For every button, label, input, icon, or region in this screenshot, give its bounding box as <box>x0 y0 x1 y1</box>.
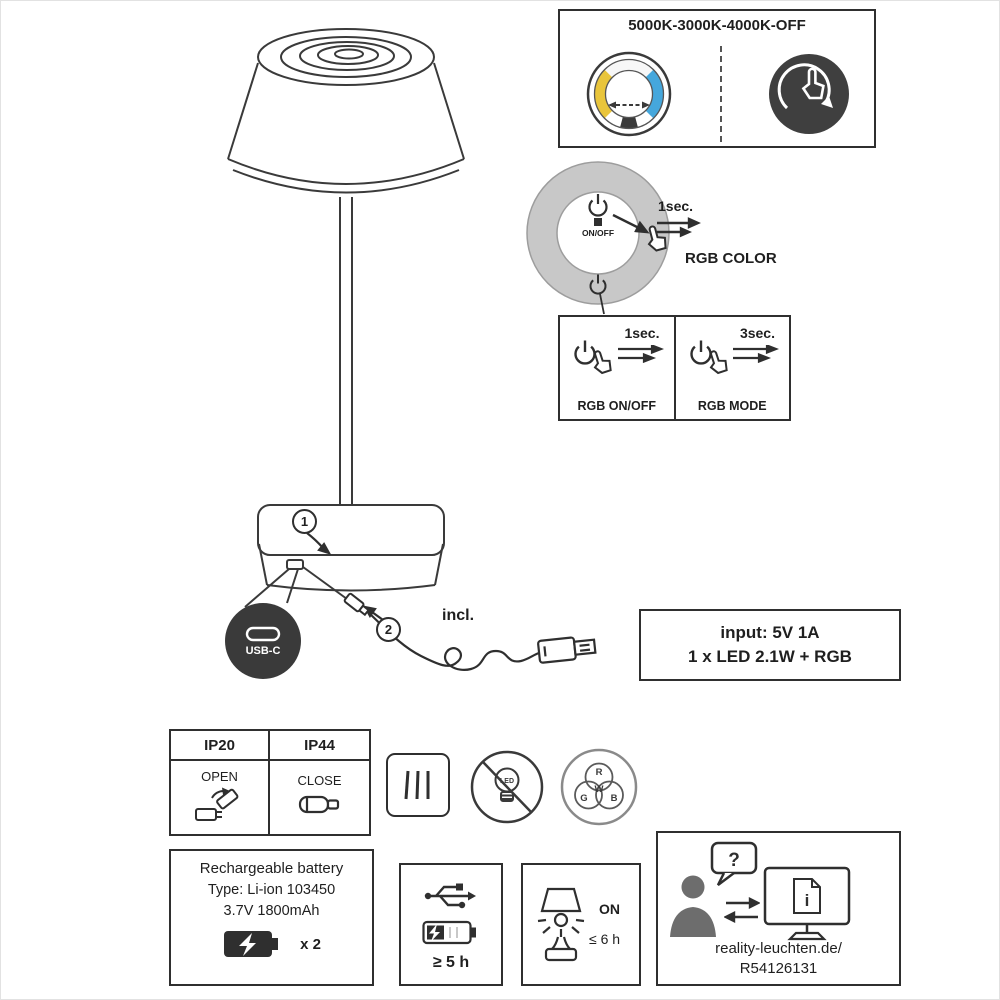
runtime-hours: ≤ 6 h <box>589 931 621 947</box>
ip44-close-cell: CLOSE <box>270 761 369 834</box>
ring-sensor-dot <box>594 218 602 226</box>
callout-1-number: 1 <box>300 514 309 529</box>
rgb-letter-b: B <box>611 793 618 804</box>
led-label: LED <box>500 778 514 785</box>
rgb-letter-w: W <box>595 784 604 795</box>
runtime-on-label: ON <box>599 901 620 917</box>
charge-time: ≥ 5 h <box>432 953 470 971</box>
ring-press-arrows <box>612 213 701 238</box>
usb-c-badge: USB-C <box>225 603 301 679</box>
ip-rating-table: IP20 IP44 OPEN CLOSE <box>169 729 371 836</box>
ring-onoff-label: ON/OFF <box>581 228 615 238</box>
charge-time-box: ≥ 5 h <box>399 863 503 986</box>
press-arrows-icon <box>617 345 664 363</box>
ip20-header: IP20 <box>171 731 270 761</box>
ring-duration-label: 1sec. <box>658 198 694 214</box>
base-usb-port <box>244 559 348 608</box>
support-article-number: R54126131 <box>739 960 818 977</box>
battery-charging-icon <box>224 931 279 957</box>
color-temp-dial-icon <box>586 51 671 136</box>
runtime-box: ON ≤ 6 h <box>521 863 641 986</box>
touch-gesture-icon <box>769 53 850 134</box>
usb-a-connector <box>537 636 597 664</box>
battery-title: Rechargeable battery <box>199 860 344 877</box>
battery-type: Type: Li-ion 103450 <box>207 882 336 898</box>
open-label: OPEN <box>201 769 238 784</box>
support-url: reality-leuchten.de/ <box>715 940 842 957</box>
rgb-mode-label: RGB MODE <box>697 399 767 413</box>
rgb-letter-g: G <box>580 793 587 804</box>
dimmer-bars-icon <box>404 770 430 800</box>
charging-cable <box>368 612 540 671</box>
power-tap-icon <box>689 340 728 375</box>
exchange-arrows-icon <box>724 897 760 923</box>
usb-symbol-icon <box>424 883 476 908</box>
ip44-text: IP44 <box>304 736 335 754</box>
dc-plug <box>343 592 370 617</box>
open-plug-icon <box>194 787 238 821</box>
callout-arrows <box>306 532 384 621</box>
color-temp-title: 5000K-3000K-4000K-OFF <box>628 17 806 34</box>
callout-2: 2 <box>376 617 401 642</box>
battery-charge-level-icon <box>422 920 476 944</box>
rgb-mode-duration: 3sec. <box>739 325 775 341</box>
ip20-text: IP20 <box>204 736 235 754</box>
ring-power-icon-top <box>588 194 608 217</box>
input-spec-box: input: 5V 1A 1 x LED 2.1W + RGB <box>639 609 901 681</box>
info-letter: i <box>805 891 810 910</box>
ring-power-icon-bottom <box>589 274 607 295</box>
ring-leader-line <box>599 293 605 315</box>
rgb-mode-cell: 3sec. RGB MODE <box>673 317 790 419</box>
rgb-color-label: RGB COLOR <box>685 250 777 267</box>
question-bubble-icon: ? <box>710 841 758 886</box>
question-mark: ? <box>728 850 740 871</box>
power-tap-icon <box>574 340 612 375</box>
info-monitor-icon: i <box>763 866 851 941</box>
usb-c-label: USB-C <box>245 644 281 657</box>
callout-1: 1 <box>292 509 317 534</box>
rgb-onoff-cell: 1sec. RGB ON/OFF <box>560 317 674 419</box>
battery-box: Rechargeable battery Type: Li-ion 103450… <box>169 849 374 986</box>
close-label: CLOSE <box>297 773 342 788</box>
rgb-onoff-duration: 1sec. <box>624 325 660 341</box>
panel-divider <box>719 45 722 142</box>
battery-spec: 3.7V 1800mAh <box>223 903 320 919</box>
callout-2-number: 2 <box>384 622 393 637</box>
lamp-drawing <box>227 28 465 592</box>
rgb-letter-r: R <box>596 767 603 778</box>
battery-count: x 2 <box>300 935 321 953</box>
press-arrows-icon <box>733 345 779 363</box>
color-temp-panel: 5000K-3000K-4000K-OFF <box>558 9 876 148</box>
rgb-control-panel: 1sec. RGB ON/OFF 3sec. <box>558 315 791 421</box>
rgbw-icon: R G B W <box>560 748 638 826</box>
input-line2: 1 x LED 2.1W + RGB <box>688 647 852 666</box>
ip44-header: IP44 <box>270 731 369 761</box>
dimmable-icon <box>386 753 450 817</box>
closed-plug-icon <box>298 795 339 814</box>
ring-tap-hand-icon <box>647 225 667 252</box>
person-icon <box>670 875 716 937</box>
lamp-on-icon <box>537 887 585 962</box>
usb-c-port-icon <box>245 626 281 641</box>
included-label: incl. <box>442 607 475 624</box>
input-line1: input: 5V 1A <box>720 623 820 642</box>
ip20-open-cell: OPEN <box>171 761 270 834</box>
rgb-onoff-label: RGB ON/OFF <box>577 399 656 413</box>
led-not-replaceable-icon: LED <box>470 750 544 824</box>
support-box: ? i reality-leuchten.de/ R54126131 <box>656 831 901 986</box>
